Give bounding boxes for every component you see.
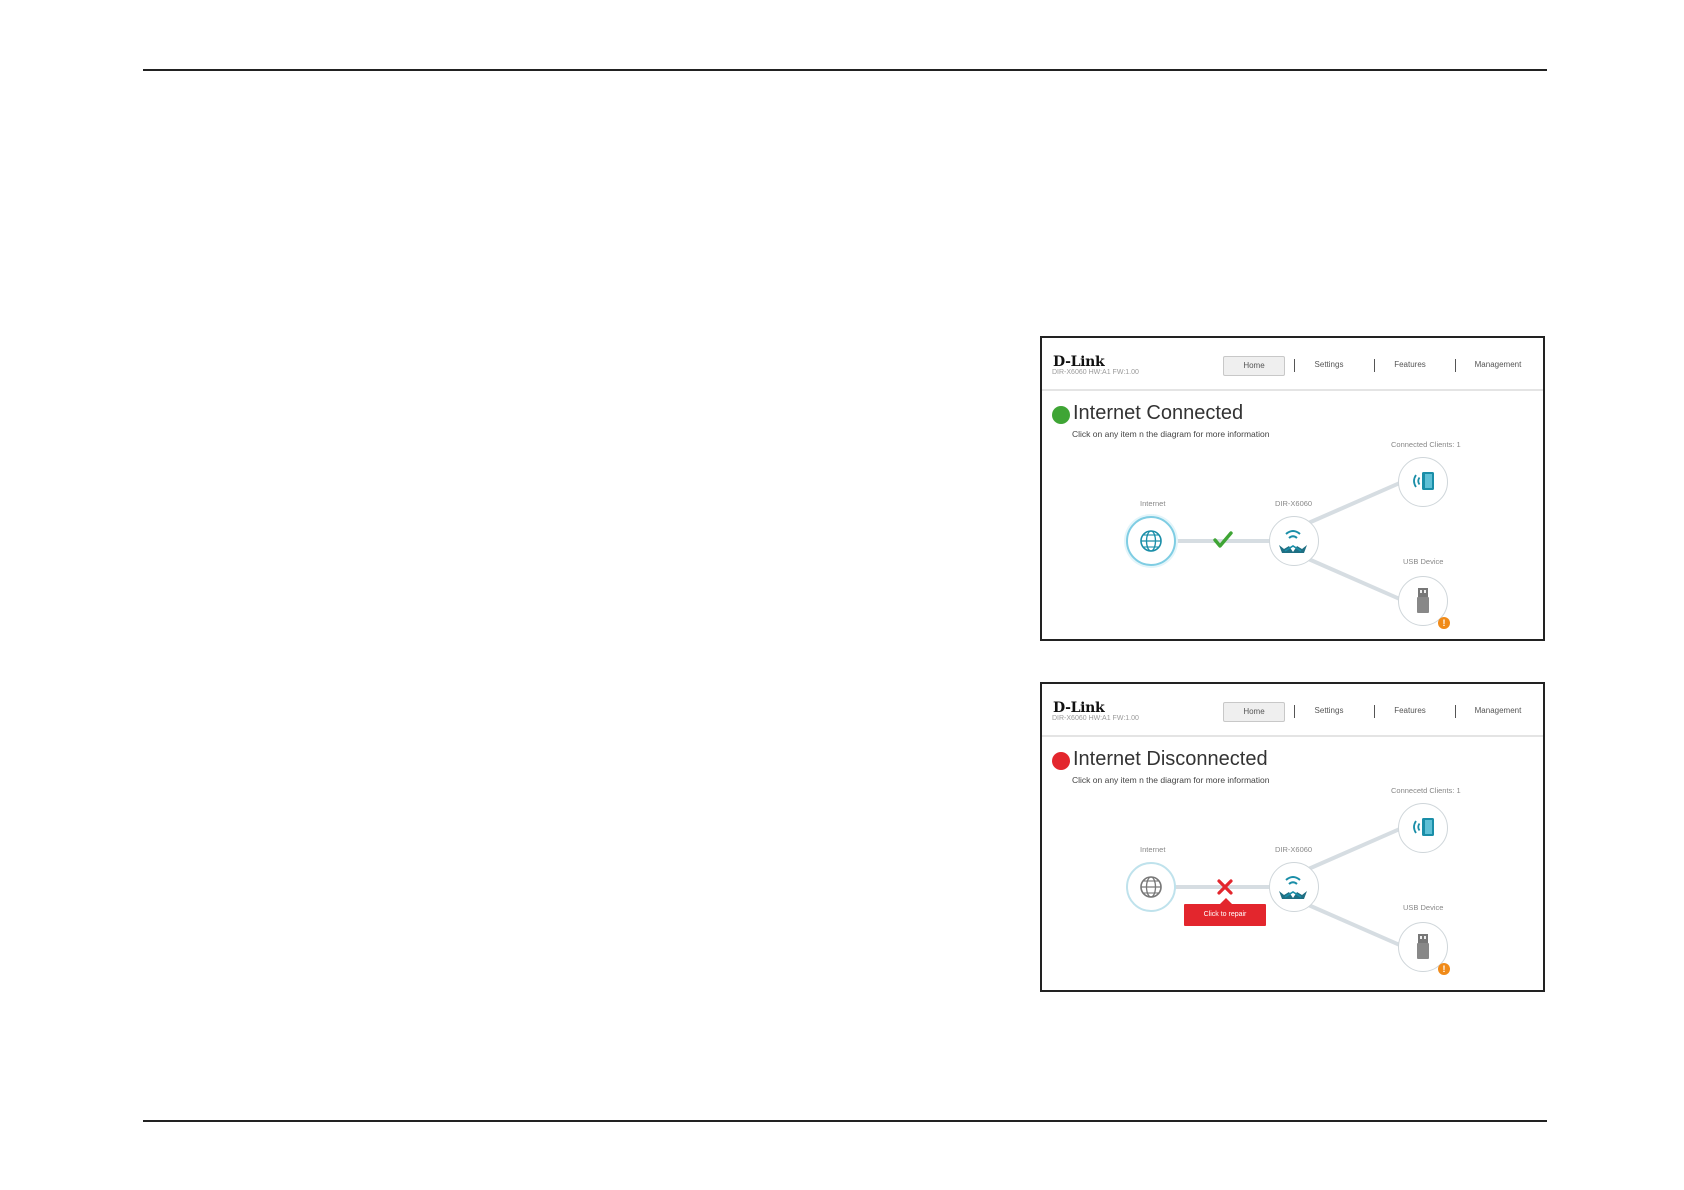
router-node[interactable]: [1269, 862, 1319, 912]
router-usb-link: [1296, 898, 1403, 948]
nav-features[interactable]: Features: [1394, 360, 1426, 369]
status-indicator-green: [1052, 406, 1070, 424]
router-icon: [1279, 530, 1307, 553]
nav-separator: [1294, 359, 1295, 372]
nav-home[interactable]: Home: [1223, 702, 1285, 722]
connected-clients-node[interactable]: [1398, 457, 1448, 507]
globe-icon: [1140, 876, 1162, 898]
warning-badge-icon: !: [1438, 617, 1450, 629]
router-home-screenshot-connected: D-Link DIR-X6060 HW:A1 FW:1.00 Home Sett…: [1040, 336, 1545, 641]
diagram-hint: Click on any item n the diagram for more…: [1072, 775, 1270, 785]
wireless-device-icon: [1413, 472, 1434, 490]
internet-label: Internet: [1140, 499, 1166, 508]
internet-node[interactable]: [1126, 516, 1176, 566]
status-title: Internet Disconnected: [1073, 748, 1268, 770]
nav-separator: [1455, 705, 1456, 718]
internet-label: Internet: [1140, 845, 1166, 854]
cross-icon: [1217, 879, 1233, 895]
router-clients-link: [1296, 826, 1403, 876]
nav-separator: [1374, 359, 1375, 372]
click-to-repair-button[interactable]: Click to repair: [1184, 904, 1266, 926]
nav-settings[interactable]: Settings: [1314, 706, 1344, 715]
nav-separator: [1294, 705, 1295, 718]
clients-label: Connected Clients: 1: [1391, 440, 1461, 449]
usb-drive-icon: [1417, 934, 1429, 959]
header-divider: [1042, 735, 1543, 737]
nav-settings[interactable]: Settings: [1314, 360, 1344, 369]
nav-separator: [1374, 705, 1375, 718]
router-node[interactable]: [1269, 516, 1319, 566]
warning-badge-icon: !: [1438, 963, 1450, 975]
network-diagram-links: [1172, 480, 1403, 602]
header-divider: [1042, 389, 1543, 391]
router-clients-link: [1296, 480, 1403, 530]
router-label: DIR-X6060: [1275, 845, 1313, 854]
dlink-logo: D-Link: [1053, 354, 1105, 370]
router-usb-link: [1296, 552, 1403, 602]
internet-node[interactable]: [1126, 862, 1176, 912]
nav-home[interactable]: Home: [1223, 356, 1285, 376]
router-icon: [1279, 876, 1307, 899]
usb-drive-icon: [1417, 588, 1429, 613]
network-diagram-links: [1172, 826, 1403, 948]
nav-management[interactable]: Management: [1474, 360, 1522, 369]
diagram-hint: Click on any item n the diagram for more…: [1072, 429, 1270, 439]
router-label: DIR-X6060: [1275, 499, 1313, 508]
page-bottom-rule: [143, 1120, 1547, 1122]
firmware-info: DIR-X6060 HW:A1 FW:1.00: [1052, 369, 1139, 376]
page-top-rule: [143, 69, 1547, 71]
checkmark-icon: [1213, 531, 1233, 548]
nav-features[interactable]: Features: [1394, 706, 1426, 715]
nav-separator: [1455, 359, 1456, 372]
usb-label: USB Device: [1403, 557, 1444, 566]
app-header: D-Link DIR-X6060 HW:A1 FW:1.00 Home Sett…: [1042, 684, 1543, 737]
router-home-screenshot-disconnected: D-Link DIR-X6060 HW:A1 FW:1.00 Home Sett…: [1040, 682, 1545, 992]
app-header: D-Link DIR-X6060 HW:A1 FW:1.00 Home Sett…: [1042, 338, 1543, 391]
firmware-info: DIR-X6060 HW:A1 FW:1.00: [1052, 715, 1139, 722]
globe-icon: [1140, 530, 1162, 552]
repair-tooltip-arrow: [1220, 898, 1232, 904]
clients-label: Connecetd Clients: 1: [1391, 786, 1461, 795]
wireless-device-icon: [1413, 818, 1434, 836]
nav-management[interactable]: Management: [1474, 706, 1522, 715]
status-indicator-red: [1052, 752, 1070, 770]
connected-clients-node[interactable]: [1398, 803, 1448, 853]
dlink-logo: D-Link: [1053, 700, 1105, 716]
status-title: Internet Connected: [1073, 402, 1244, 424]
usb-label: USB Device: [1403, 903, 1444, 912]
